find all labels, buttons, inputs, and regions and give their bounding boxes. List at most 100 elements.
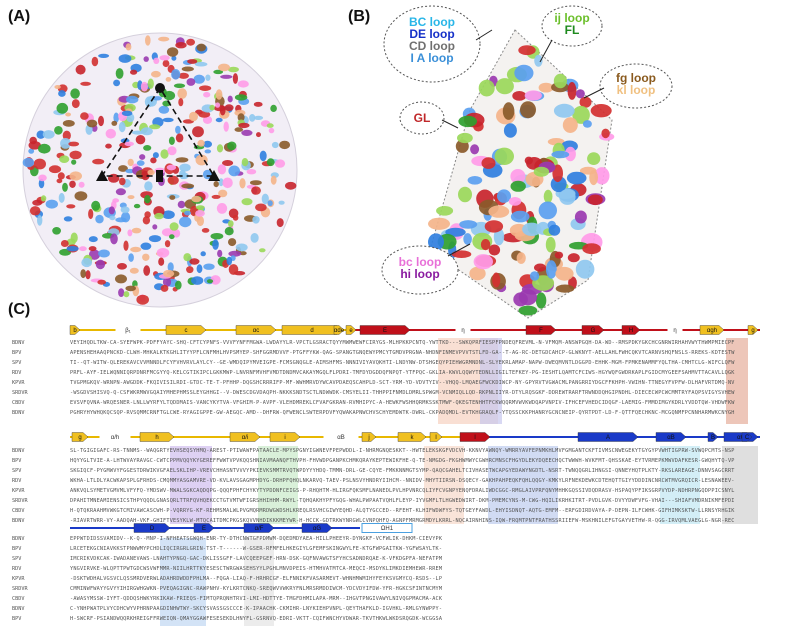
protein-blob (186, 266, 194, 274)
protein-blob (158, 105, 170, 114)
capsomer-blob (535, 292, 547, 309)
protein-blob (191, 195, 202, 203)
protein-blob (69, 171, 82, 181)
protein-blob (127, 158, 134, 167)
protein-blob (131, 227, 142, 234)
protein-blob (197, 139, 205, 147)
capsomer-blob (546, 260, 557, 279)
protein-blob (246, 169, 257, 175)
protein-blob (232, 214, 239, 221)
callout-arrow-2 (539, 39, 553, 63)
sequence-name: CBDV (12, 596, 25, 602)
protein-blob (259, 248, 266, 253)
capsomer-blob (481, 157, 496, 169)
protein-blob (171, 55, 177, 61)
protein-blob (66, 246, 79, 252)
protein-blob (95, 259, 106, 270)
protein-blob (68, 141, 80, 147)
helix-310 (115, 325, 141, 335)
protein-blob (173, 83, 186, 89)
capsomer-blob (587, 152, 601, 166)
protein-blob (175, 157, 189, 163)
protein-blob (60, 240, 69, 247)
protein-blob (125, 43, 132, 51)
sequence-name: BPV (12, 616, 22, 622)
protein-blob (91, 200, 101, 211)
beta-strand (621, 325, 641, 335)
protein-blob (113, 79, 121, 87)
capsomer-blob (555, 266, 574, 281)
strand-label: C (745, 435, 750, 441)
capsomer-blob (508, 197, 522, 206)
loop-label: ij loop (554, 11, 589, 25)
protein-blob (140, 127, 153, 136)
sequence-name: BDNV (12, 410, 25, 416)
capsomer-blob (533, 166, 550, 177)
sequence-residues: H-SWCRF-PSIANDWQQRKHREIGFFRWEIQN-QMAYGGA… (70, 616, 443, 622)
protein-blob (169, 222, 179, 231)
helix-310 (667, 325, 683, 335)
protein-blob (58, 90, 66, 97)
protein-blob (251, 186, 261, 195)
loop-label: CD loop (409, 39, 455, 53)
protein-blob (115, 274, 127, 284)
protein-blob (178, 98, 184, 107)
fivefold-axis-marker (155, 83, 165, 93)
capsid-sphere (22, 32, 298, 308)
protein-blob (80, 269, 86, 279)
panel-c-label: (C) (8, 301, 31, 318)
protein-blob (124, 141, 134, 147)
strand-label: b (73, 328, 77, 334)
beta-strand (269, 432, 301, 442)
sequence-name: CBDV (12, 400, 25, 406)
protein-blob (160, 284, 169, 292)
protein-blob (241, 129, 253, 136)
beta-strand (577, 432, 639, 442)
strand-label: d (310, 328, 313, 334)
strand-label: c (185, 328, 188, 334)
protein-blob (70, 88, 80, 99)
protein-blob (69, 150, 82, 160)
capsomer-blob (529, 271, 540, 281)
protein-blob (189, 258, 200, 265)
protein-blob (152, 96, 162, 101)
protein-blob (238, 122, 250, 129)
protein-blob (205, 74, 211, 81)
capsomer-blob (470, 144, 480, 155)
protein-blob (118, 54, 132, 63)
protein-blob (97, 279, 106, 285)
capsomer-blob (478, 79, 495, 97)
protein-blob (241, 158, 249, 167)
helix-310 (455, 325, 471, 335)
capsomer-blob (522, 222, 542, 236)
protein-blob (145, 35, 151, 46)
sequence-residues: DPAHITMNEAMIENSICSTHPYQQDLGNASQRLTTRFQVH… (70, 498, 735, 504)
protein-blob (271, 141, 279, 149)
sequence-residues: C-YNHPWATPLVYCDHCWYVPHRNPAAGDINHWTWY-SKC… (70, 606, 443, 612)
protein-blob (28, 148, 35, 154)
protein-blob (142, 216, 151, 225)
protein-blob (270, 175, 277, 185)
strand-label: α/i (242, 435, 248, 441)
sequence-name: KPVR (12, 380, 25, 386)
protein-blob (177, 200, 186, 209)
capsomer-blob (510, 210, 530, 223)
capsomer-blob (562, 117, 578, 133)
protein-blob (79, 246, 87, 252)
protein-blob (91, 56, 99, 67)
protein-blob (234, 94, 248, 101)
capsomer-blob (484, 220, 504, 233)
capsomer-blob (510, 180, 526, 192)
capsomer-blob (551, 150, 570, 159)
strand-label: k (411, 435, 415, 441)
protein-blob (109, 215, 116, 221)
protein-blob (105, 143, 112, 149)
protein-blob (234, 127, 244, 132)
protein-blob (210, 275, 221, 285)
protein-blob (161, 228, 174, 237)
sequence-residues: SKGIQCF-PYGMWVYFGGESTDRWIKVGFAELSKLIHP-V… (70, 468, 735, 474)
sequence-name: SPV (12, 468, 22, 474)
protein-blob (113, 112, 119, 123)
